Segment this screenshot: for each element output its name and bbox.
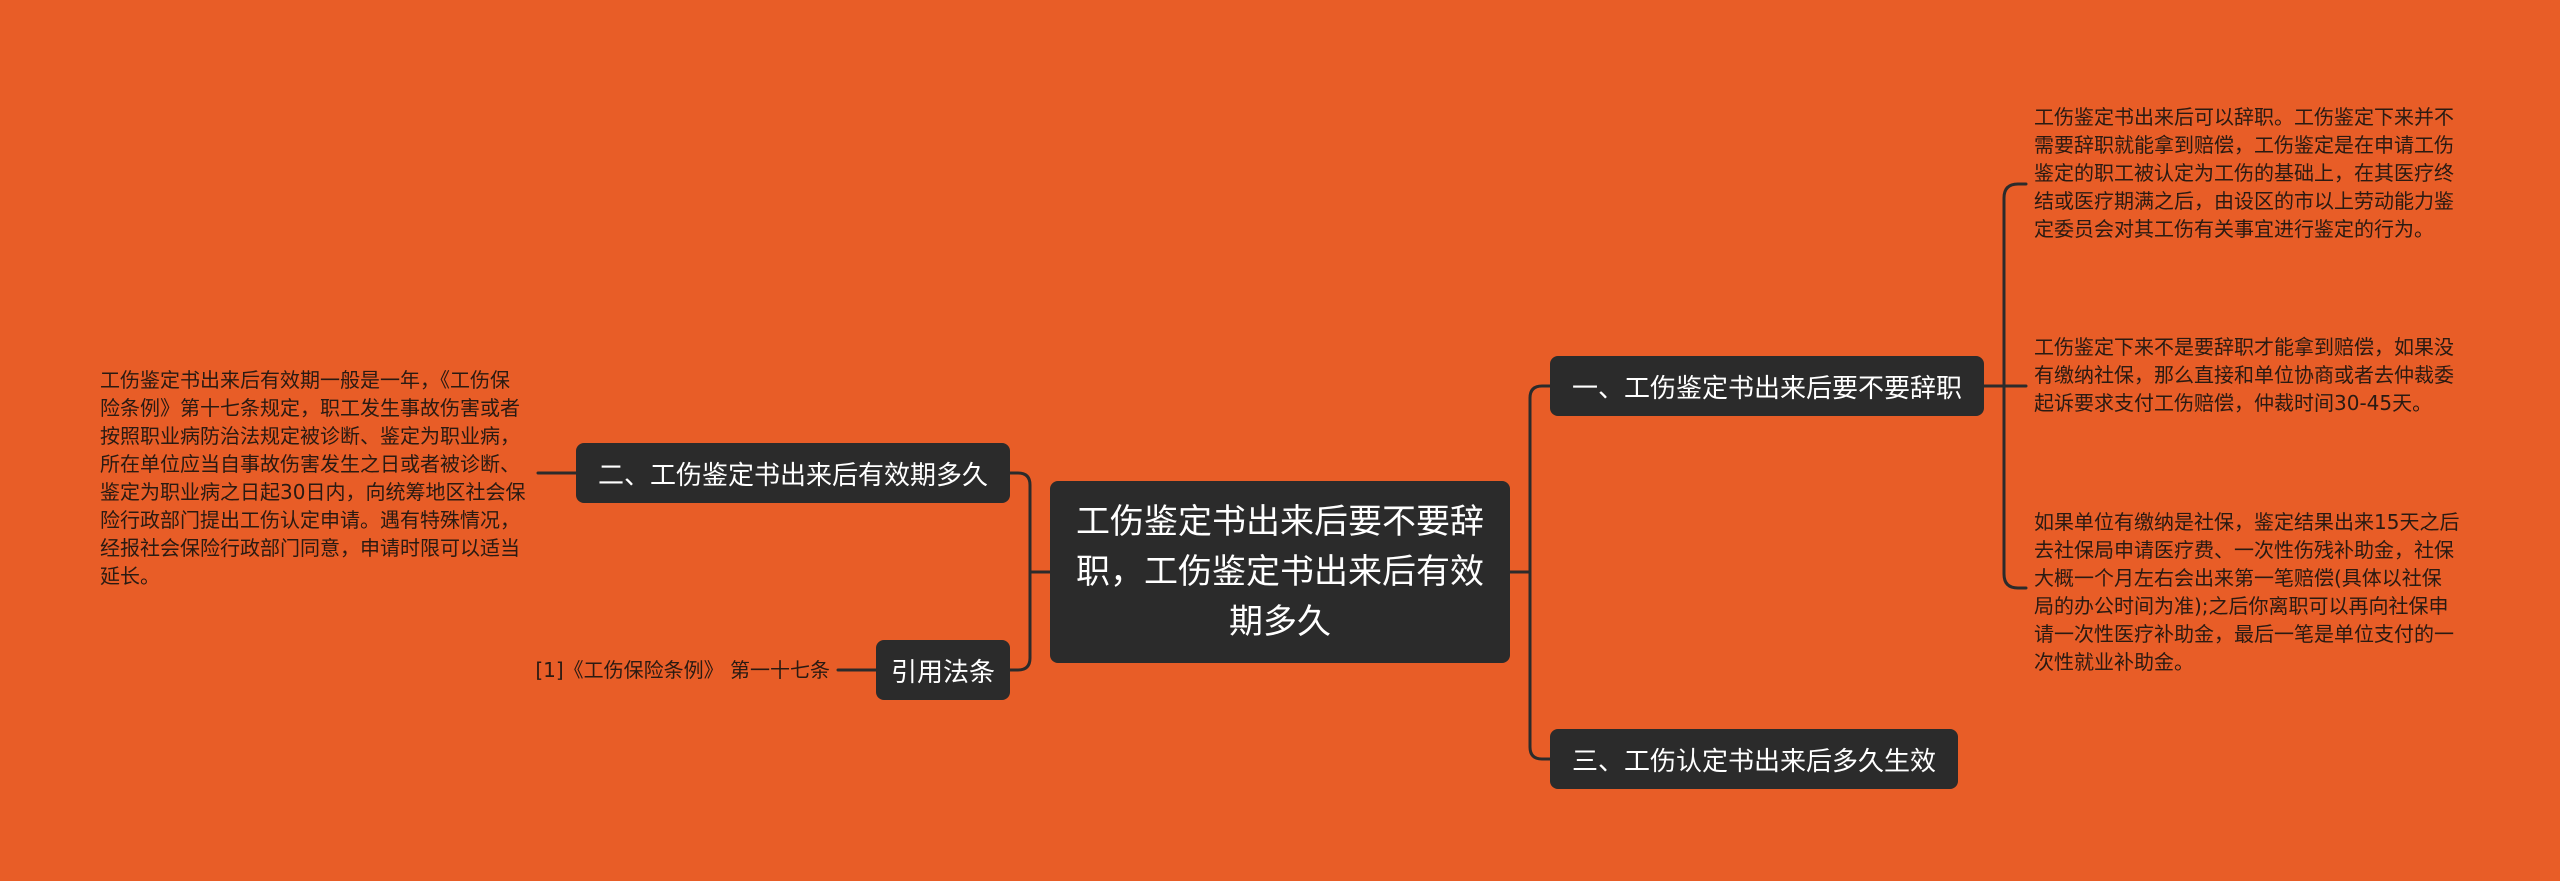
branch-label: 二、工伤鉴定书出来后有效期多久 [597,460,988,491]
connector-root-branch1 [1508,384,1552,574]
leaf-text-resign-2: 工伤鉴定下来不是要辞职才能拿到赔偿，如果没有缴纳社保，那么直接和单位协商或者去仲… [2034,335,2454,415]
root-topic[interactable]: 工伤鉴定书出来后要不要辞职，工伤鉴定书出来后有效期多久 [1050,481,1510,663]
leaf-text-resign-1: 工伤鉴定书出来后可以辞职。工伤鉴定下来并不需要辞职就能拿到赔偿，工伤鉴定是在申请… [2034,105,2454,241]
branch-label: 引用法条 [890,657,995,688]
branch-effective-time[interactable]: 三、工伤认定书出来后多久生效 [1550,729,1958,789]
root-topic-label: 工伤鉴定书出来后要不要辞职，工伤鉴定书出来后有效期多久 [1076,502,1484,642]
branch-validity-period[interactable]: 二、工伤鉴定书出来后有效期多久 [576,443,1010,503]
connector-root-branch2 [1008,471,1052,574]
branch-resign-question[interactable]: 一、工伤鉴定书出来后要不要辞职 [1550,356,1984,416]
connector-root-branch3 [1008,570,1052,672]
connector-branch1-leaf1 [2002,182,2028,388]
leaf-text-validity: 工伤鉴定书出来后有效期一般是一年，《工伤保险条例》第十七条规定，职工发生事故伤害… [100,368,526,588]
branch-cited-law[interactable]: 引用法条 [876,640,1010,700]
leaf-text-resign-3: 如果单位有缴纳是社保，鉴定结果出来15天之后去社保局申请医疗费、一次性伤残补助金… [2034,510,2460,674]
leaf-text-law-citation: [1]《工伤保险条例》 第一十七条 [535,658,830,682]
connector-branch1-leaf3 [2002,384,2028,590]
connector-root-branch4 [1508,570,1552,761]
branch-label: 一、工伤鉴定书出来后要不要辞职 [1571,373,1962,404]
branch-label: 三、工伤认定书出来后多久生效 [1571,746,1936,777]
